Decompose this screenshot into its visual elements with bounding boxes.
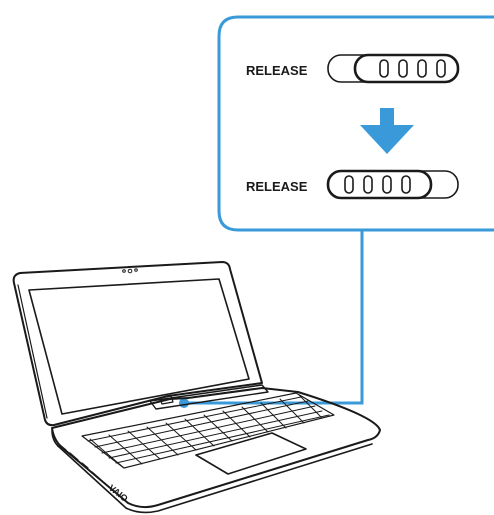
touchpad <box>195 432 307 475</box>
laptop-base <box>51 387 381 509</box>
hinge <box>149 384 269 410</box>
laptop-display <box>28 278 250 415</box>
switch-slider-after <box>326 169 433 200</box>
callout-frame <box>217 15 494 232</box>
latch-marker <box>179 398 189 408</box>
release-switch-after: RELEASE <box>246 169 459 200</box>
release-latch <box>159 395 174 405</box>
callout-panel: RELEASE RELEASE <box>217 15 494 232</box>
release-label-after: RELEASE <box>246 179 308 194</box>
slider-grip-ridges-after <box>344 175 411 194</box>
webcam-icon <box>122 268 138 274</box>
keyboard-keys <box>87 394 330 469</box>
laptop-illustration: VAIO <box>12 261 381 514</box>
slider-grip-ridges-before <box>379 59 446 78</box>
arrow-down-icon <box>360 108 414 154</box>
laptop-lid <box>12 261 263 427</box>
callout-leader-line <box>179 230 364 408</box>
release-switch-before: RELEASE <box>246 53 460 84</box>
side-ports <box>59 444 101 480</box>
release-label-before: RELEASE <box>246 63 308 78</box>
